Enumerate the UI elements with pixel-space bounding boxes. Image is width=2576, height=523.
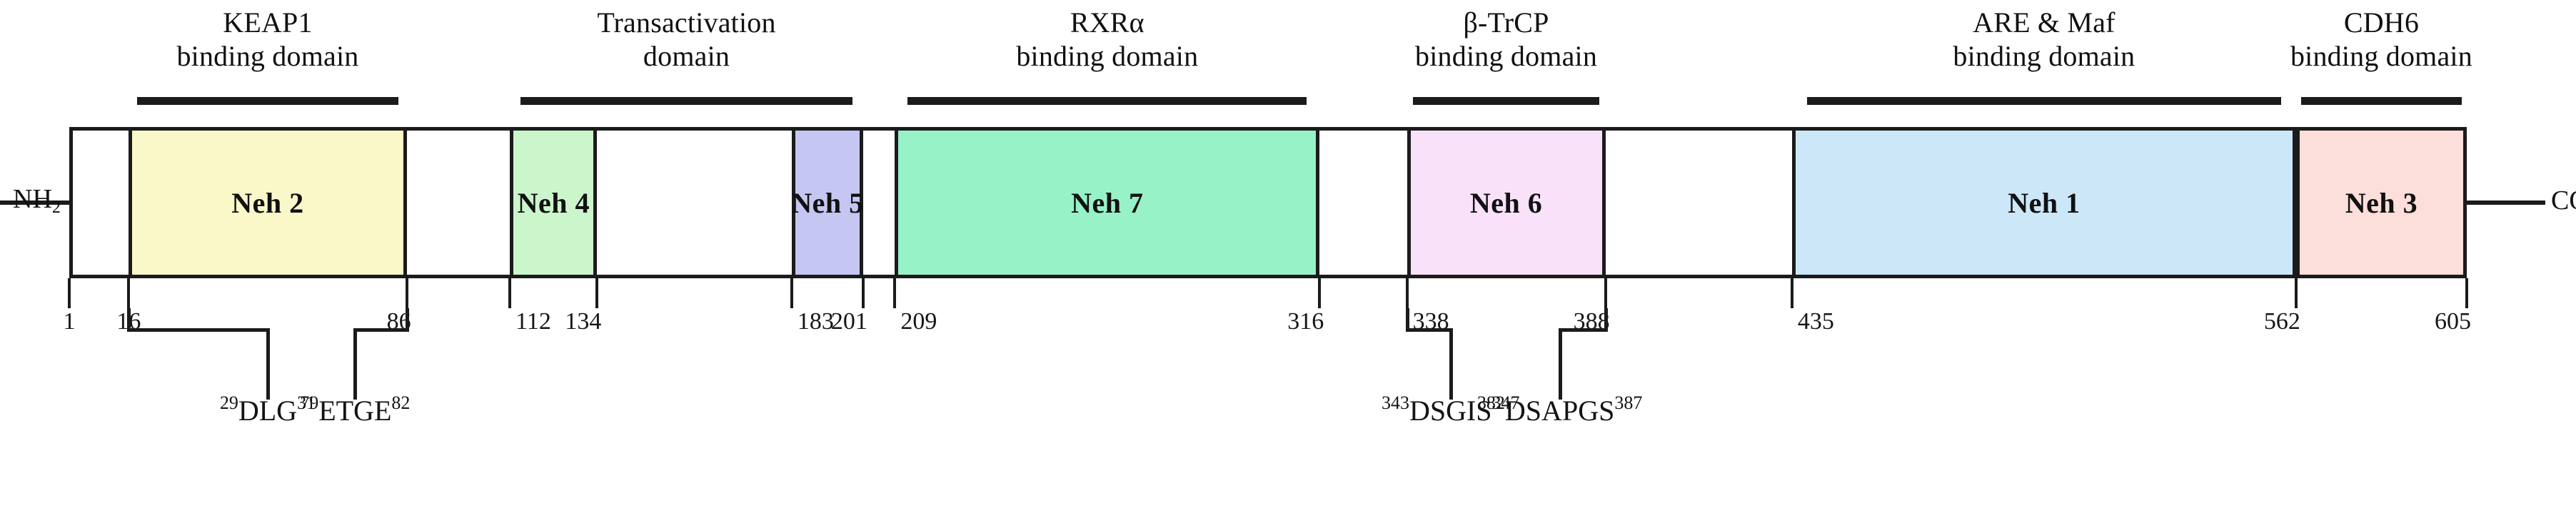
residue-tick-201: [861, 278, 865, 308]
motif-leader-riser-dsgis: [1405, 308, 1409, 332]
binding-domain-rule-transactivation: [520, 97, 853, 105]
binding-domain-subtitle-rxra: binding domain: [1016, 40, 1199, 73]
binding-domain-title-rxra: RXRα: [1070, 6, 1144, 39]
motif-leader-horizontal-dsapgs: [1559, 328, 1606, 332]
motif-label-dlg: 29DLG31: [219, 392, 316, 427]
motif-end-dsapgs: 387: [1614, 392, 1643, 413]
residue-tick-112: [508, 278, 512, 308]
binding-domain-rule-cdh6: [2301, 97, 2462, 105]
binding-domain-title-cdh6: CDH6: [2343, 6, 2420, 39]
domain-label-neh6: Neh 6: [1469, 186, 1543, 219]
binding-domain-subtitle-keap1: binding domain: [176, 40, 359, 73]
n-terminus-tail: [0, 200, 71, 205]
domain-label-neh2: Neh 2: [231, 186, 304, 219]
motif-sequence-dsapgs: DSAPGS: [1504, 395, 1615, 427]
residue-number-201: 201: [830, 308, 867, 335]
residue-tick-316: [1318, 278, 1322, 308]
motif-end-etge: 82: [391, 392, 411, 413]
domain-label-neh5: Neh 5: [791, 186, 864, 219]
motif-leader-horizontal-etge: [355, 328, 407, 332]
residue-tick-388: [1604, 278, 1607, 308]
residue-tick-134: [595, 278, 599, 308]
motif-start-dlg: 29: [219, 392, 238, 413]
binding-domain-rule-btrcp: [1412, 97, 1600, 105]
motif-end-dsgis: 347: [1491, 392, 1520, 413]
residue-number-562: 562: [2263, 308, 2300, 335]
binding-domain-title-are-maf: ARE & Maf: [1973, 6, 2115, 39]
binding-domain-subtitle-btrcp: binding domain: [1415, 40, 1598, 73]
motif-end-dlg: 31: [297, 392, 316, 413]
motif-sequence-dlg: DLG: [238, 395, 298, 427]
n-terminus-subscript: 2: [51, 198, 61, 217]
residue-tick-435: [1790, 278, 1793, 308]
motif-sequence-dsgis: DSGIS: [1409, 395, 1492, 427]
domain-label-neh7: Neh 7: [1071, 186, 1144, 219]
domain-segment-neh7[interactable]: Neh 7: [895, 131, 1320, 275]
domain-label-neh4: Neh 4: [517, 186, 590, 219]
residue-tick-562: [2294, 278, 2298, 308]
residue-number-209: 209: [900, 308, 937, 335]
binding-domain-title-keap1: KEAP1: [223, 6, 313, 39]
domain-label-neh3: Neh 3: [2345, 186, 2418, 219]
residue-number-605: 605: [2435, 308, 2471, 335]
motif-start-dsgis: 343: [1381, 392, 1409, 413]
c-terminus-label: COOH: [2551, 186, 2576, 215]
motif-leader-stem-etge: [353, 328, 358, 400]
domain-segment-neh3[interactable]: Neh 3: [2295, 131, 2467, 275]
n-terminus-label: NH2: [13, 184, 61, 217]
residue-number-316: 316: [1287, 308, 1324, 335]
residue-tick-338: [1405, 278, 1409, 308]
domain-segment-neh1[interactable]: Neh 1: [1791, 131, 2296, 275]
protein-backbone: Neh 2 Neh 4 Neh 5 Neh 7 Neh 6 Neh 1 Neh 3: [69, 127, 2467, 278]
residue-tick-209: [893, 278, 897, 308]
motif-leader-horizontal-dlg: [129, 328, 268, 332]
binding-domain-subtitle-are-maf: binding domain: [1953, 40, 2135, 73]
c-terminus-tail: [2467, 200, 2545, 205]
motif-leader-stem-dsapgs: [1558, 328, 1562, 400]
residue-tick-1: [68, 278, 71, 308]
residue-number-435: 435: [1797, 308, 1834, 335]
binding-domain-title-btrcp: β-TrCP: [1463, 6, 1549, 39]
domain-segment-neh6[interactable]: Neh 6: [1407, 131, 1606, 275]
motif-label-etge: 79ETGE82: [300, 392, 411, 427]
domain-label-neh1: Neh 1: [2008, 186, 2081, 219]
residue-tick-183: [790, 278, 793, 308]
motif-sequence-etge: ETGE: [318, 395, 392, 427]
motif-leader-riser-dsapgs: [1604, 308, 1608, 332]
motif-start-etge: 79: [300, 392, 319, 413]
domain-segment-neh2[interactable]: Neh 2: [129, 131, 407, 275]
residue-number-112: 112: [515, 308, 551, 335]
binding-domain-subtitle-transactivation: domain: [643, 40, 730, 73]
residue-number-134: 134: [565, 308, 602, 335]
motif-label-dsapgs: 382DSAPGS387: [1476, 392, 1643, 427]
binding-domain-rule-rxra: [907, 97, 1307, 105]
motif-leader-stem-dlg: [266, 328, 270, 400]
binding-domain-title-transactivation: Transactivation: [597, 6, 776, 39]
residue-tick-605: [2465, 278, 2468, 308]
motif-leader-horizontal-dsgis: [1407, 328, 1451, 332]
motif-label-dsgis: 343DSGIS347: [1381, 392, 1520, 427]
binding-domain-subtitle-cdh6: binding domain: [2290, 40, 2472, 73]
motif-start-dsapgs: 382: [1476, 392, 1505, 413]
residue-number-183: 183: [797, 308, 834, 335]
binding-domain-rule-keap1: [137, 97, 398, 105]
residue-number-1: 1: [63, 308, 76, 335]
binding-domain-rule-are-maf: [1807, 97, 2281, 105]
domain-segment-neh4[interactable]: Neh 4: [510, 131, 598, 275]
motif-leader-riser-etge: [405, 308, 409, 332]
motif-leader-riser-dlg: [127, 308, 131, 332]
domain-segment-neh5[interactable]: Neh 5: [791, 131, 864, 275]
motif-leader-stem-dsgis: [1449, 328, 1453, 400]
residue-tick-86: [405, 278, 408, 308]
residue-tick-16: [127, 278, 131, 308]
